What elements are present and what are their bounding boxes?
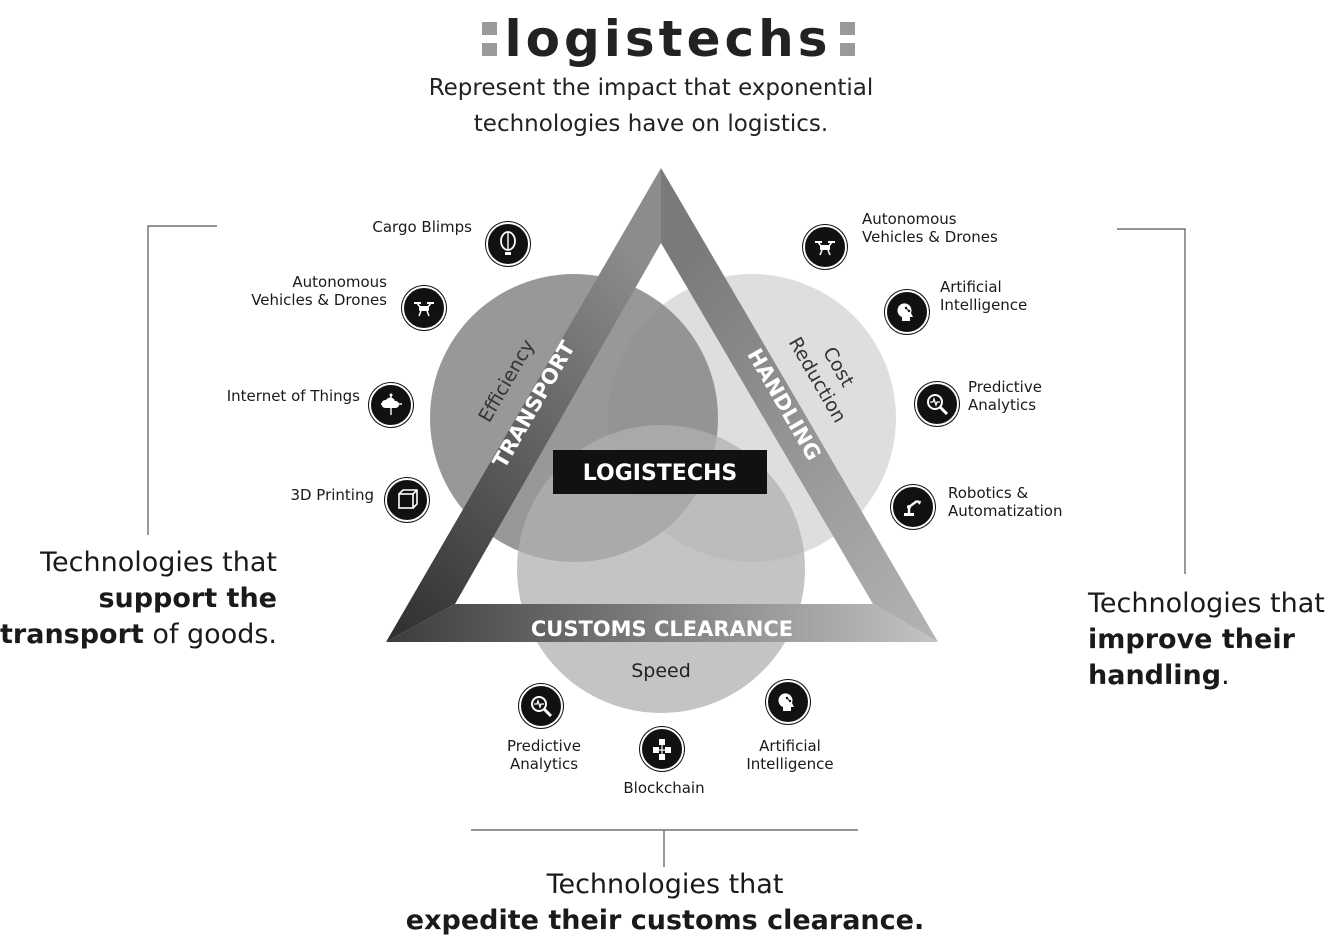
bottom-caption-line-1: Technologies that: [546, 869, 784, 900]
logo-text: logistechs: [504, 10, 832, 68]
left-caption-line-1: Technologies that: [40, 547, 277, 578]
right-item-3-label-2: Analytics: [968, 396, 1037, 414]
right-caption: Technologies that improve their handling…: [1088, 586, 1336, 694]
logo-dots-right: [839, 22, 855, 56]
analytics-magnifier-icon: [915, 382, 959, 426]
bottom-item-1-label-2: Analytics: [509, 755, 579, 773]
right-item-predictive: Predictive Analytics: [968, 378, 1108, 414]
blockchain-icon: [640, 727, 684, 771]
left-caption: Technologies that support the transport …: [0, 545, 277, 653]
3d-cube-icon: [385, 478, 429, 522]
subtitle-line-1: Represent the impact that exponential: [428, 75, 874, 101]
ai-head-icon: [766, 680, 810, 724]
right-item-2-label-2: Intelligence: [940, 296, 1028, 314]
logo: logistechs: [0, 2, 1336, 76]
right-item-4-label-1: Robotics &: [948, 484, 1029, 502]
left-item-autonomous: Autonomous Vehicles & Drones: [200, 273, 387, 309]
left-caption-tail: of goods.: [143, 619, 277, 650]
subtitle-line-2: technologies have on logistics.: [473, 111, 829, 137]
left-item-cargo-blimps: Cargo Blimps: [300, 218, 472, 236]
left-item-2-label-1: Autonomous: [292, 273, 387, 291]
left-item-iot: Internet of Things: [180, 387, 360, 405]
logo-dots-left: [481, 22, 497, 56]
drone-icon: [803, 225, 847, 269]
right-item-3-label-1: Predictive: [968, 378, 1042, 396]
right-caption-line-3: handling.: [1088, 658, 1336, 694]
bottom-item-predictive: Predictive Analytics: [484, 737, 604, 773]
circle-label-speed: Speed: [631, 660, 691, 682]
center-box: [553, 450, 767, 494]
left-caption-bold-2: transport: [0, 619, 144, 650]
right-bracket: [1117, 228, 1186, 574]
left-caption-line-2: support the: [0, 581, 277, 617]
robot-arm-icon: [891, 485, 935, 529]
iot-cloud-icon: [369, 383, 413, 427]
bottom-item-blockchain: Blockchain: [600, 779, 728, 797]
left-item-2-label-2: Vehicles & Drones: [251, 291, 387, 309]
bottom-item-3-label-1: Artificial: [759, 737, 821, 755]
left-item-4-label: 3D Printing: [290, 486, 374, 504]
triangle-side-left: [386, 168, 661, 642]
bottom-caption: Technologies that expedite their customs…: [370, 867, 960, 939]
right-item-2-label-1: Artificial: [940, 278, 1002, 296]
right-item-ai: Artificial Intelligence: [940, 278, 1100, 314]
bottom-item-ai: Artificial Intelligence: [730, 737, 850, 773]
bottom-item-2-label: Blockchain: [623, 779, 705, 797]
left-caption-line-3: transport of goods.: [0, 617, 277, 653]
left-item-3d-printing: 3D Printing: [220, 486, 374, 504]
bottom-caption-bold: expedite their customs clearance.: [405, 905, 925, 936]
right-item-4-label-2: Automatization: [948, 502, 1063, 520]
ai-head-icon: [885, 290, 929, 334]
side-label-customs: CUSTOMS CLEARANCE: [531, 617, 793, 641]
bottom-caption-line-2: expedite their customs clearance.: [370, 903, 960, 939]
right-caption-line-1: Technologies that: [1088, 588, 1325, 619]
left-caption-bold-1: support the: [98, 583, 277, 614]
left-bracket: [147, 225, 217, 535]
left-item-3-label: Internet of Things: [226, 387, 360, 405]
bottom-item-3-label-2: Intelligence: [746, 755, 834, 773]
blimp-icon: [486, 222, 530, 266]
right-caption-line-2: improve their: [1088, 622, 1336, 658]
center-label: LOGISTECHS: [583, 461, 737, 486]
triangle-side-right: [661, 168, 938, 642]
right-caption-tail: .: [1221, 660, 1230, 691]
right-caption-bold-2: handling: [1088, 660, 1222, 691]
bottom-item-1-label-1: Predictive: [507, 737, 581, 755]
subtitle: Represent the impact that exponential te…: [0, 70, 1302, 142]
right-caption-bold-1: improve their: [1088, 624, 1295, 655]
right-item-robotics: Robotics & Automatization: [948, 484, 1108, 520]
drone-icon: [402, 286, 446, 330]
triangle-side-bottom: [386, 604, 938, 642]
analytics-magnifier-icon: [519, 684, 563, 728]
left-item-1-label: Cargo Blimps: [372, 218, 472, 236]
right-item-1-label-2: Vehicles & Drones: [862, 228, 998, 246]
right-item-autonomous: Autonomous Vehicles & Drones: [862, 210, 1052, 246]
right-item-1-label-1: Autonomous: [862, 210, 957, 228]
